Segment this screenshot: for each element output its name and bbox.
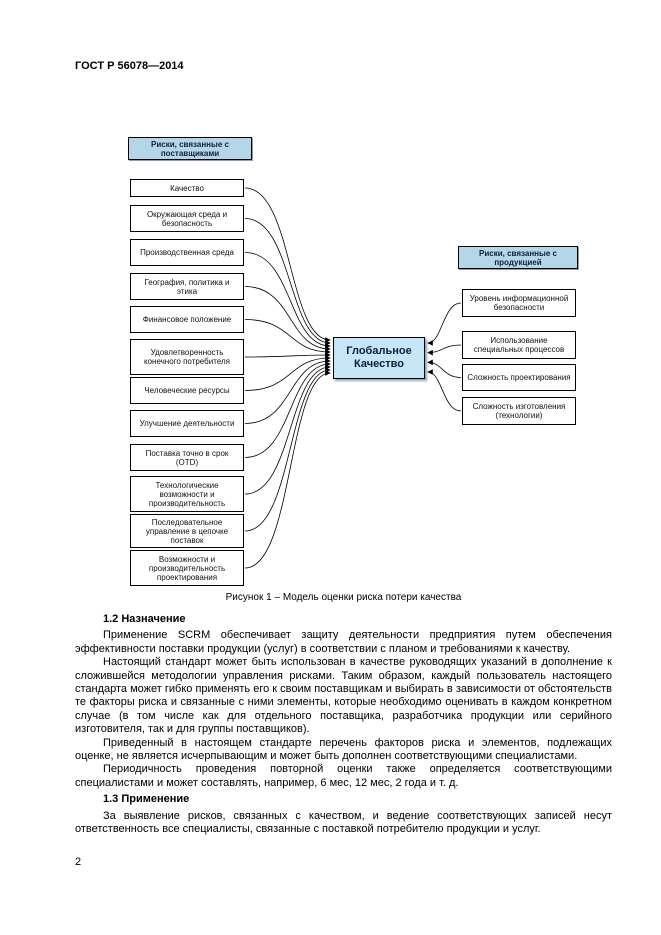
risk-item-manufacturing-complexity: Сложность изготовления (технологии) bbox=[462, 397, 576, 425]
risk-item-geography: География, политика и этика bbox=[130, 273, 244, 300]
risk-item-improvement: Улучшение деятельности bbox=[130, 410, 244, 437]
risk-item-info-security: Уровень информационной безопасности bbox=[462, 289, 576, 317]
paragraph: За выявление рисков, связанных с качеств… bbox=[75, 809, 612, 836]
risk-item-design-complexity: Сложность проектирования bbox=[462, 364, 576, 391]
paragraph: Настоящий стандарт может быть использова… bbox=[75, 656, 612, 736]
global-quality-box: Глобальное Качество bbox=[333, 337, 425, 379]
risk-item-human-resources: Человеческие ресурсы bbox=[130, 377, 244, 404]
section-heading-1-2: 1.2 Назначение bbox=[103, 613, 186, 625]
paragraph: Периодичность проведения повторной оценк… bbox=[75, 763, 612, 789]
risk-item-otd: Поставка точно в срок (OTD) bbox=[130, 444, 244, 471]
risk-item-design-capability: Возможности и производительность проекти… bbox=[130, 550, 244, 586]
risk-item-finance: Финансовое положение bbox=[130, 306, 244, 333]
left-group-header: Риски, связанные с поставщиками bbox=[128, 137, 252, 160]
figure-caption: Рисунок 1 – Модель оценки риска потери к… bbox=[225, 592, 462, 603]
risk-item-supply-chain: Последовательное управление в цепочке по… bbox=[130, 514, 244, 548]
right-group-header: Риски, связанные с продукцией bbox=[458, 246, 578, 269]
risk-item-special-processes: Использование специальных процессов bbox=[462, 331, 576, 359]
risk-item-environment: Окружающая среда и безопасность bbox=[130, 205, 244, 232]
risk-item-production-env: Производственная среда bbox=[130, 239, 244, 266]
document-header: ГОСТ Р 56078—2014 bbox=[75, 60, 184, 72]
paragraph: Приведенный в настоящем стандарте перече… bbox=[75, 736, 612, 763]
document-body: 1.2 Назначение Применение SCRM обеспечив… bbox=[75, 610, 612, 837]
risk-item-customer-satisfaction: Удовлетворенность конечного потребителя bbox=[130, 339, 244, 375]
risk-item-tech-capability: Технологические возможности и производит… bbox=[130, 476, 244, 512]
risk-item-quality: Качество bbox=[130, 179, 244, 197]
page-number: 2 bbox=[75, 856, 82, 868]
section-heading-1-3: 1.3 Применение bbox=[103, 793, 190, 806]
paragraph: Применение SCRM обеспечивает защиту деят… bbox=[75, 629, 612, 655]
